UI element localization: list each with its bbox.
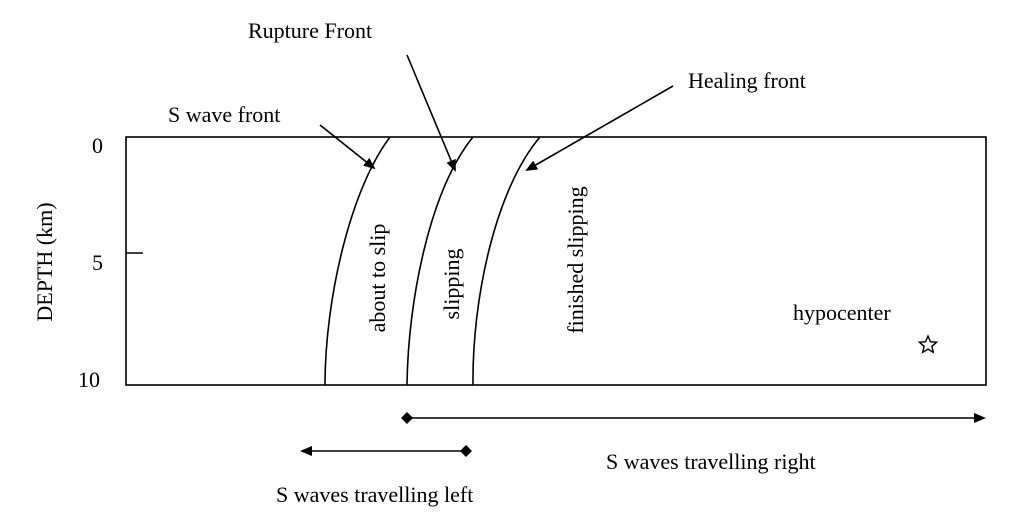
s-wave-front-pointer	[319, 124, 376, 170]
about-to-slip-label: about to slip	[365, 224, 390, 333]
depth-tick-label-10: 10	[78, 367, 100, 392]
hypocenter-label: hypocenter	[793, 300, 891, 325]
s-waves-left-label: S waves travelling left	[276, 482, 473, 507]
depth-axis-label: DEPTH (km)	[32, 202, 57, 321]
hypocenter-star-icon	[917, 334, 939, 354]
rupture-front-pointer	[406, 54, 456, 172]
depth-tick-label-5: 5	[92, 250, 103, 275]
slipping-label: slipping	[439, 249, 464, 320]
fault-plane-box	[125, 136, 987, 386]
rupture-front-label: Rupture Front	[248, 18, 372, 43]
s-waves-right-label: S waves travelling right	[606, 449, 816, 474]
s-wave-front-label: S wave front	[168, 102, 280, 127]
rupture-front-line	[406, 136, 474, 386]
healing-front-line	[472, 136, 541, 386]
finished-slipping-label: finished slipping	[563, 186, 588, 333]
healing-front-pointer	[525, 85, 674, 171]
healing-front-label: Healing front	[688, 68, 806, 93]
depth-tick-label-0: 0	[92, 133, 103, 158]
